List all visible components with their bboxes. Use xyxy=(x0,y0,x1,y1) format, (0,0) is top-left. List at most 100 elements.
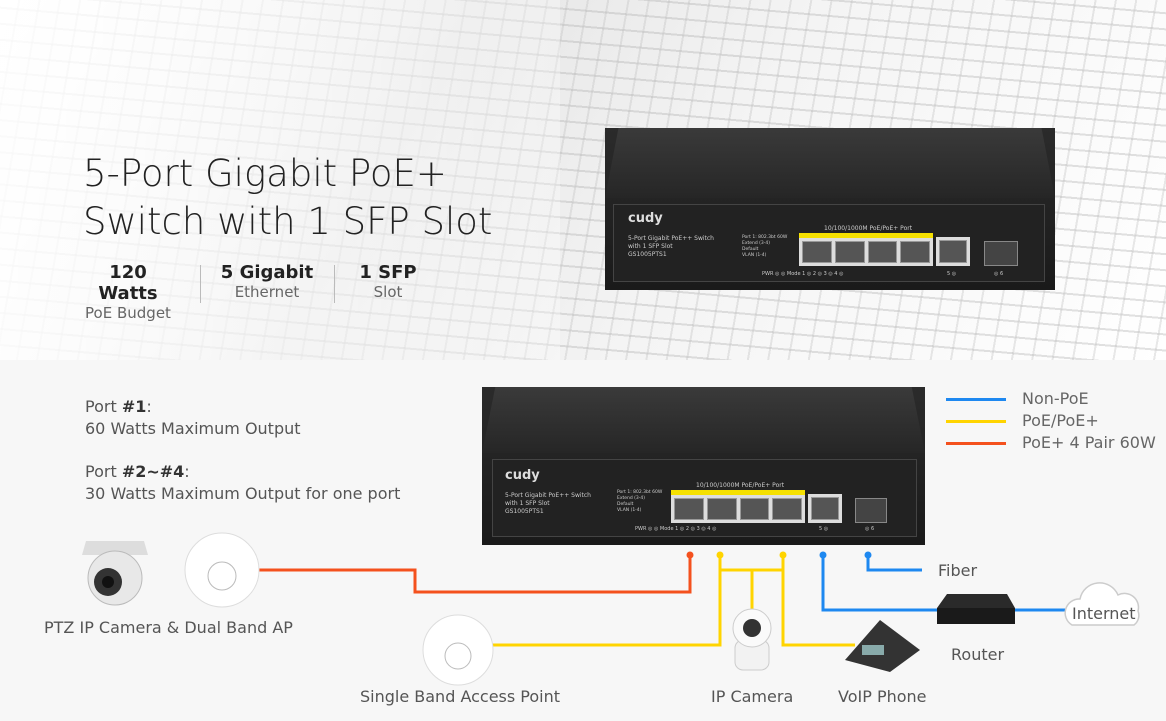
led-labels: PWR ◎ ◎ Mode 1 ◎ 2 ◎ 3 ◎ 4 ◎ xyxy=(635,526,717,532)
router-icon xyxy=(937,594,1015,624)
port-dot xyxy=(819,551,827,559)
dip-label: Extend (3-4) xyxy=(617,496,646,501)
model-code: GS1005PTS1 xyxy=(628,251,667,259)
switch-top xyxy=(605,128,1055,198)
port-dot xyxy=(716,551,724,559)
port-5-jack xyxy=(811,497,839,520)
title-line-1: 5-Port Gigabit PoE+ xyxy=(83,152,447,195)
ptz-camera-icon xyxy=(82,541,148,606)
single-band-ap-icon xyxy=(422,614,494,686)
spec-value: 120 Watts xyxy=(98,262,158,304)
port-5-jack xyxy=(939,240,967,263)
dip-label: Port 1: 802.3bt 60W xyxy=(742,235,788,240)
port-header: 10/100/1000M PoE/PoE+ Port xyxy=(824,225,913,232)
label-internet: Internet xyxy=(1072,604,1136,623)
port-2 xyxy=(834,241,865,263)
model-line: 5-Port Gigabit PoE++ Switch xyxy=(628,235,714,242)
spec-value: 1 SFP xyxy=(359,262,417,283)
cloud-icon xyxy=(1064,582,1140,626)
port-2 xyxy=(706,498,737,520)
model-line: with 1 SFP Slot xyxy=(505,500,550,508)
page-title: 5-Port Gigabit PoE+ Switch with 1 SFP Slo… xyxy=(83,150,492,246)
port-1 xyxy=(802,241,832,263)
port-header: 10/100/1000M PoE/PoE+ Port xyxy=(696,482,785,489)
poe-ports xyxy=(671,495,805,523)
note-colon: : xyxy=(184,462,190,481)
led-labels: PWR ◎ ◎ Mode 1 ◎ 2 ◎ 3 ◎ 4 ◎ xyxy=(762,271,844,277)
spec-label: Ethernet xyxy=(234,283,300,301)
poe-indicator-strip xyxy=(671,490,805,495)
port-3 xyxy=(867,241,898,263)
port2-4-note: Port #2~#4: 30 Watts Maximum Output for o… xyxy=(85,461,400,505)
port-5-label: 5 ◎ xyxy=(947,271,957,277)
line-poe-ap xyxy=(492,555,722,647)
dip-label: Default xyxy=(617,502,634,507)
switch-top xyxy=(482,387,925,453)
note-port: #2~#4 xyxy=(121,462,185,481)
sfp-slot xyxy=(984,241,1018,266)
legend-label: Non-PoE xyxy=(1022,389,1089,408)
dip-label: VLAN (1-4) xyxy=(617,508,642,513)
sfp-slot xyxy=(855,498,887,523)
brand-logo: cudy xyxy=(505,468,540,483)
label-router: Router xyxy=(951,645,1005,664)
port-4 xyxy=(772,498,802,520)
port-dot xyxy=(686,551,694,559)
port-dot xyxy=(779,551,787,559)
port-6-label: ◎ 6 xyxy=(865,526,875,532)
note-text: 30 Watts Maximum Output for one port xyxy=(85,484,401,503)
model-line: 5-Port Gigabit PoE++ Switch xyxy=(505,492,591,499)
line-router xyxy=(821,555,940,612)
legend-label: PoE+ 4 Pair 60W xyxy=(1022,433,1156,452)
label-fiber: Fiber xyxy=(938,561,978,580)
voip-phone-icon xyxy=(845,620,920,672)
spec-label: PoE Budget xyxy=(85,304,171,322)
brand-logo: cudy xyxy=(628,211,663,226)
dip-label: VLAN (1-4) xyxy=(742,253,767,258)
port-4 xyxy=(900,241,930,263)
poe-ports xyxy=(799,238,933,266)
legend-label: PoE/PoE+ xyxy=(1022,411,1099,430)
port-6-label: ◎ 6 xyxy=(994,271,1004,277)
dip-label: Port 1: 802.3bt 60W xyxy=(617,490,663,495)
note-colon: : xyxy=(146,397,152,416)
divider xyxy=(334,265,335,303)
legend-swatch xyxy=(946,420,1006,423)
legend-swatch xyxy=(946,442,1006,445)
label-ip-camera: IP Camera xyxy=(711,687,794,706)
dip-label: Extend (3-4) xyxy=(742,241,771,246)
model-code: GS1005PTS1 xyxy=(505,508,544,516)
port-5 xyxy=(936,237,970,266)
port-dot xyxy=(864,551,872,559)
dip-label: Default xyxy=(742,247,759,252)
line-fiber xyxy=(866,555,922,572)
spec-value: 5 Gigabit xyxy=(220,262,314,283)
title-line-2: Switch with 1 SFP Slot xyxy=(83,200,493,243)
label-voip-phone: VoIP Phone xyxy=(838,687,927,706)
port-1 xyxy=(674,498,704,520)
note-port: #1 xyxy=(121,397,147,416)
note-label: Port xyxy=(85,462,122,481)
spec-label: Slot xyxy=(373,283,403,301)
divider xyxy=(200,265,201,303)
note-label: Port xyxy=(85,397,122,416)
poe-indicator-strip xyxy=(799,233,933,238)
port-5 xyxy=(808,494,842,523)
label-ptz-camera-ap: PTZ IP Camera & Dual Band AP xyxy=(44,618,293,637)
port-3 xyxy=(739,498,770,520)
port1-note: Port #1:60 Watts Maximum Output xyxy=(85,396,301,440)
legend-swatch xyxy=(946,398,1006,401)
label-single-band-ap: Single Band Access Point xyxy=(360,687,561,706)
hero-fade xyxy=(0,0,560,360)
